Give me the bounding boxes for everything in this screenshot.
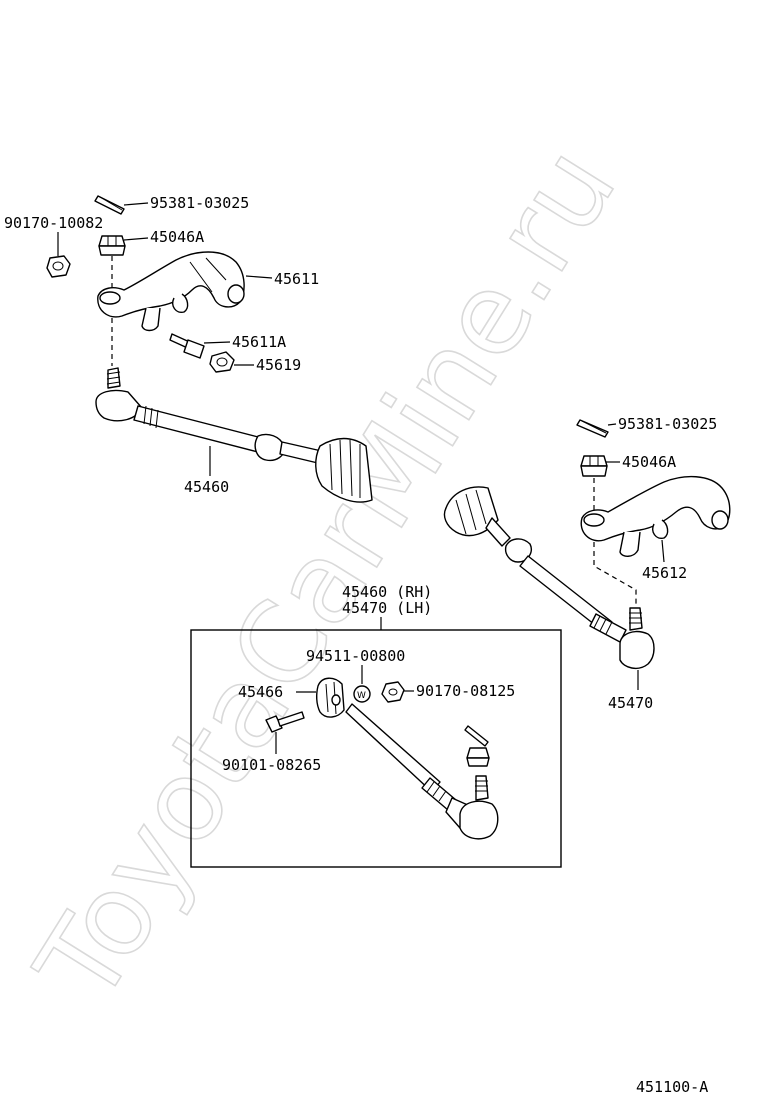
nut-inset — [381, 681, 414, 703]
label-nut-right: 45046A — [622, 453, 676, 471]
tie-rod-end-left — [95, 367, 373, 503]
label-nut-far-left: 90170-10082 — [4, 214, 103, 232]
hex-nut-far-left — [46, 255, 71, 278]
nut-small-left — [209, 351, 254, 373]
label-tie-rod-left: 45460 — [184, 478, 229, 496]
label-nut-left: 45046A — [150, 228, 204, 246]
inset-tie-rod — [345, 703, 499, 840]
castle-nut-right — [580, 455, 620, 477]
label-inset-rh: 45460 (RH) — [342, 583, 432, 601]
svg-text:W: W — [357, 691, 366, 701]
bolt-inset — [265, 711, 305, 754]
label-arm-right: 45612 — [642, 564, 687, 582]
steering-arm-right — [580, 475, 731, 563]
label-inset-nut: 90170-08125 — [416, 682, 515, 700]
castle-nut-left — [98, 235, 149, 256]
label-inset-washer: 94511-00800 — [306, 647, 405, 665]
label-inset-bolt: 90101-08265 — [222, 756, 321, 774]
inset-box — [190, 629, 562, 868]
label-bolt-left: 45611A — [232, 333, 286, 351]
label-tie-rod-right: 45470 — [608, 694, 653, 712]
label-inset-clamp: 45466 — [238, 683, 283, 701]
label-arm-left: 45611 — [274, 270, 319, 288]
label-nut-small-left: 45619 — [256, 356, 301, 374]
label-cotter-pin-left: 95381-03025 — [150, 194, 249, 212]
diagram-code: 451100-A — [636, 1078, 708, 1096]
steering-arm-left — [97, 251, 273, 332]
clamp — [315, 677, 345, 718]
label-cotter-pin-right: 95381-03025 — [618, 415, 717, 433]
cotter-pin-right — [576, 419, 617, 438]
cotter-pin-left — [94, 195, 149, 215]
washer-w: W — [353, 685, 371, 703]
tie-rod-end-right — [443, 486, 655, 690]
bolt-left — [169, 333, 231, 359]
label-inset-lh: 45470 (LH) — [342, 599, 432, 617]
